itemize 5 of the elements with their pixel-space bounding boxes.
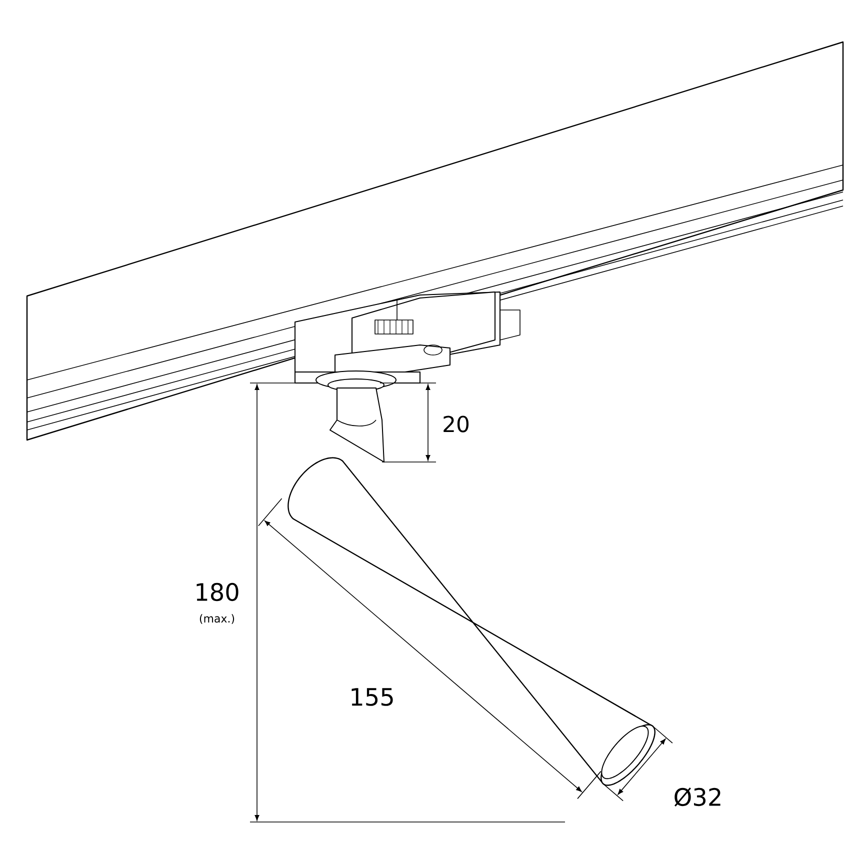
note: (max.)	[200, 614, 234, 624]
dimension-label: Ø32	[674, 787, 720, 807]
dimension-label: 20	[444, 416, 469, 432]
dimension-label: 155	[352, 688, 393, 706]
dimension-label: 180	[196, 582, 238, 602]
